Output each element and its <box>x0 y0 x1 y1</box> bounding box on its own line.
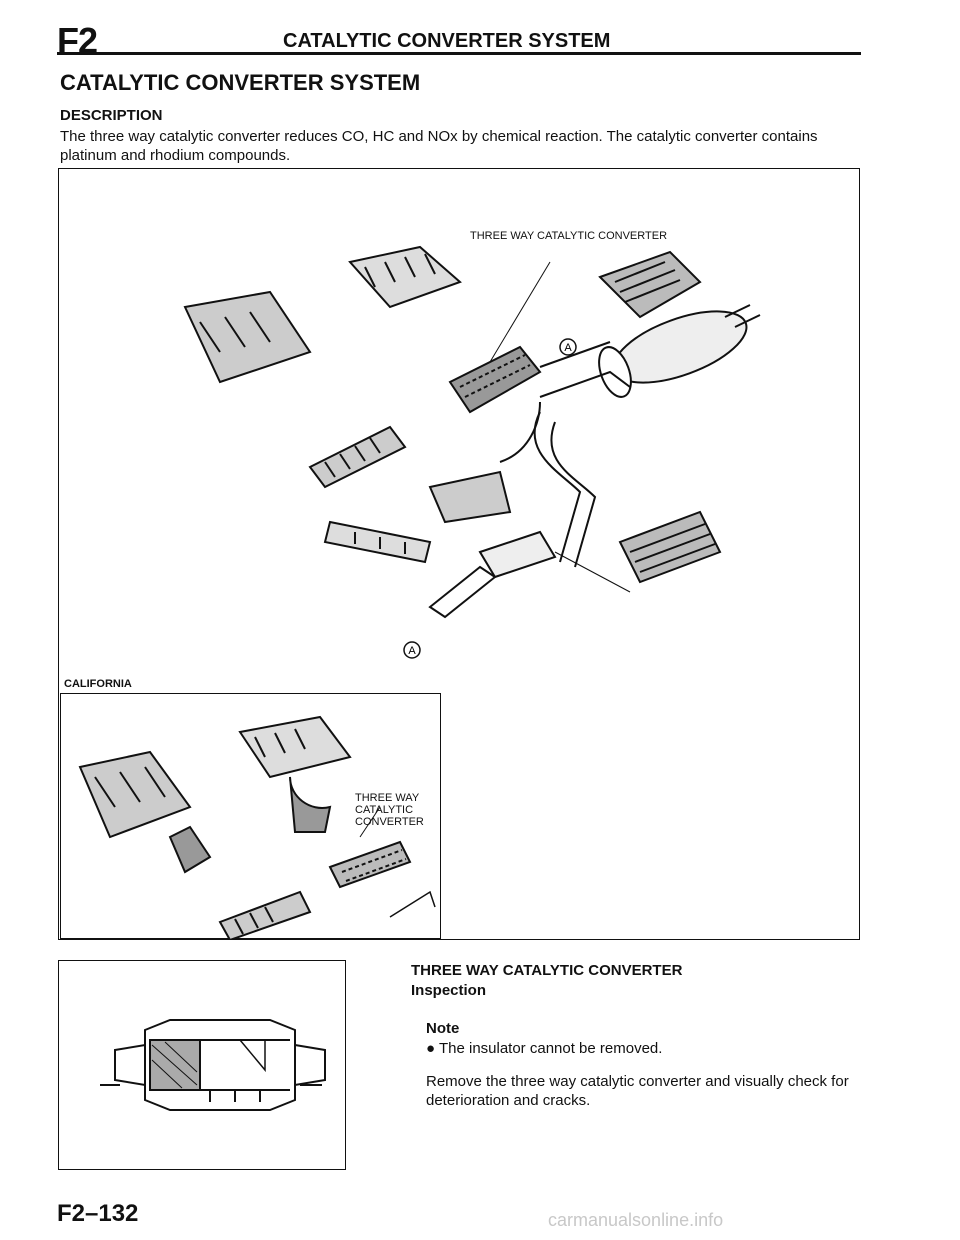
converter-label: THREE WAY CATALYTIC CONVERTER <box>470 230 668 242</box>
california-diagram <box>78 715 436 940</box>
bullet-icon: ● <box>426 1040 439 1057</box>
figure-frame <box>58 168 860 940</box>
section-code: F2 <box>57 20 98 61</box>
converter-illustration <box>100 1019 326 1111</box>
california-callout-line-2: CATALYTIC <box>355 804 414 816</box>
california-callout-line-3: CONVERTER <box>355 816 424 828</box>
note-bullet: ● The insulator cannot be removed. <box>426 1040 662 1057</box>
note-heading: Note <box>426 1020 460 1037</box>
header-rule <box>57 52 861 55</box>
description-text: The three way catalytic converter reduce… <box>60 128 818 164</box>
watermark: carmanualsonline.info <box>548 1210 724 1230</box>
page-title: CATALYTIC CONVERTER SYSTEM <box>60 70 421 95</box>
california-callout-line-1: THREE WAY <box>355 792 420 804</box>
inspection-figure-frame <box>58 960 346 1170</box>
note-bullet-text: The insulator cannot be removed. <box>438 1040 663 1057</box>
inspection-text: Remove the three way catalytic converter… <box>426 1073 849 1109</box>
california-label: CALIFORNIA <box>64 678 132 690</box>
callout-a-top: A <box>564 342 572 354</box>
running-title: CATALYTIC CONVERTER SYSTEM <box>283 30 611 52</box>
california-converter-label: THREE WAY CATALYTIC CONVERTER <box>355 792 424 828</box>
description-heading: DESCRIPTION <box>60 107 163 124</box>
callout-a-bottom: A <box>408 645 416 657</box>
inspection-subheading: Inspection <box>411 982 487 999</box>
exhaust-system-diagram: A A <box>183 245 761 659</box>
inspection-heading: THREE WAY CATALYTIC CONVERTER <box>411 962 683 979</box>
california-frame <box>60 693 441 939</box>
page-number: F2–132 <box>57 1200 139 1227</box>
